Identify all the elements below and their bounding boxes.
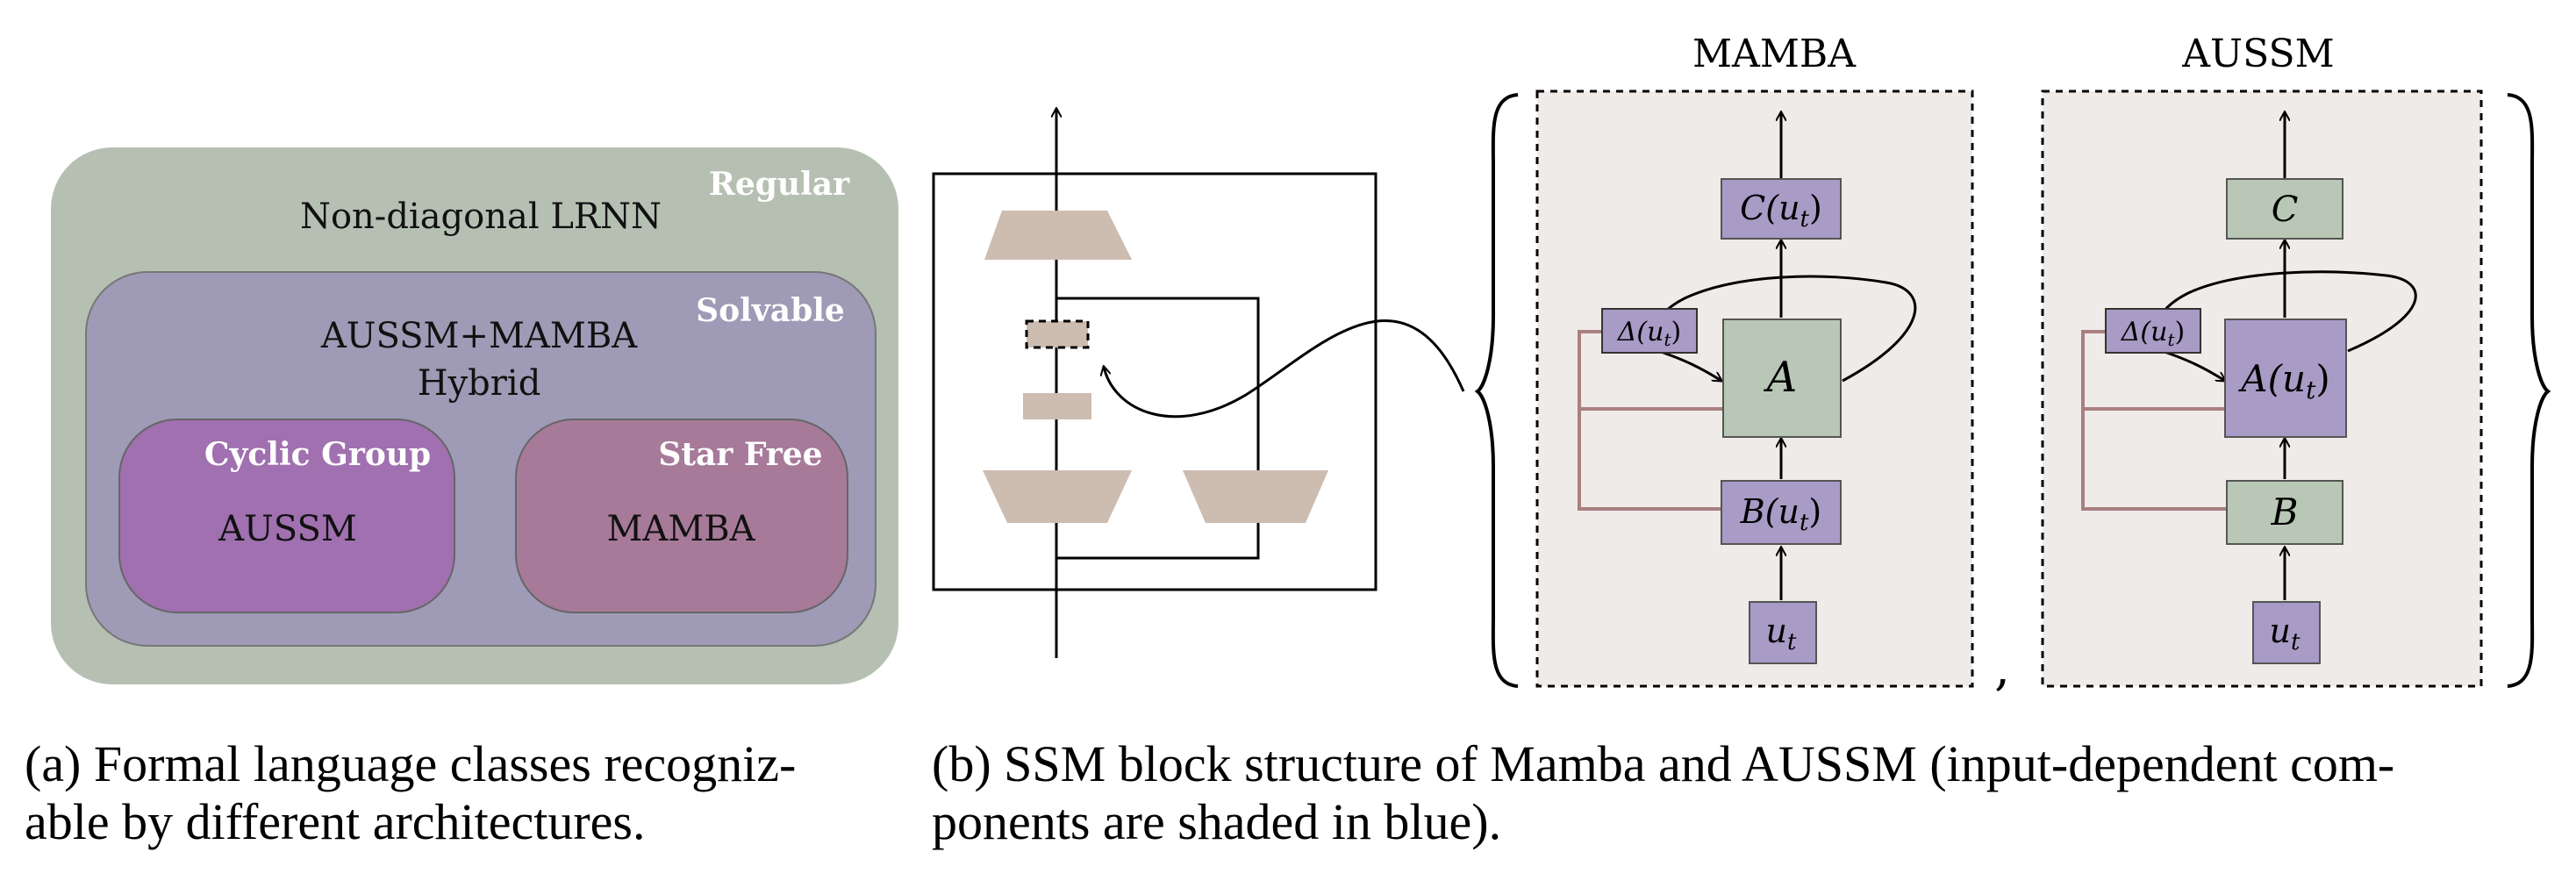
mamba-title: MAMBA bbox=[1692, 32, 1857, 76]
architecture-overview bbox=[932, 109, 1465, 658]
aussm-b-box bbox=[2226, 480, 2343, 545]
aussm-detail: AUSSM C Δ(ut) A(ut) B ut bbox=[2041, 32, 2483, 688]
mamba-skip-line bbox=[1578, 330, 1723, 511]
star-free-label: Star Free bbox=[658, 436, 822, 473]
caption-a-line1: (a) Formal language classes recogniz- bbox=[25, 735, 797, 792]
zoom-connector-arrow bbox=[1104, 319, 1465, 419]
aussm-b-label: B bbox=[2271, 490, 2299, 533]
bottom-left-trapezoid bbox=[983, 470, 1132, 523]
aussm-a-label: A(ut) bbox=[2237, 357, 2329, 405]
mamba-b-label: B(ut) bbox=[1740, 492, 1822, 536]
mamba-b-box bbox=[1721, 480, 1842, 545]
top-trapezoid bbox=[984, 211, 1132, 260]
aussm-skip-line bbox=[2081, 330, 2229, 511]
caption-a: (a) Formal language classes recogniz- ab… bbox=[25, 735, 919, 851]
nondiagonal-lrnn-label: Non-diagonal LRNN bbox=[300, 197, 662, 237]
separator-comma: , bbox=[1994, 640, 2010, 697]
regular-label: Regular bbox=[709, 166, 850, 203]
left-brace bbox=[1474, 93, 1519, 688]
cyclic-group-region bbox=[118, 419, 455, 613]
aussm-recurrence-loop bbox=[2155, 270, 2417, 353]
caption-b-line1: (b) SSM block structure of Mamba and AUS… bbox=[932, 735, 2395, 792]
mamba-c-box bbox=[1721, 178, 1842, 240]
bottom-right-trapezoid bbox=[1183, 470, 1328, 523]
mamba-delta-label: Δ(ut) bbox=[1617, 317, 1681, 350]
mamba-a-label: A bbox=[1764, 353, 1798, 402]
hybrid-model-label: AUSSM+MAMBA bbox=[320, 316, 638, 356]
solvable-label: Solvable bbox=[696, 292, 845, 329]
aussm-label: AUSSM bbox=[218, 509, 357, 549]
mamba-u-box bbox=[1749, 601, 1817, 664]
residual-path bbox=[1056, 297, 1260, 560]
aussm-delta-label: Δ(ut) bbox=[2121, 317, 2185, 350]
aussm-a-box bbox=[2224, 319, 2347, 438]
mamba-c-label: C(ut) bbox=[1740, 189, 1822, 233]
caption-a-line2: able by different architectures. bbox=[25, 793, 646, 850]
aussm-delta-box bbox=[2105, 308, 2201, 354]
aussm-title: AUSSM bbox=[2181, 32, 2334, 76]
aussm-c-label: C bbox=[2272, 190, 2299, 230]
aussm-u-box bbox=[2252, 601, 2321, 664]
mamba-delta-box bbox=[1601, 308, 1698, 354]
outer-block bbox=[932, 172, 1377, 591]
aussm-c-box bbox=[2226, 178, 2343, 240]
caption-b: (b) SSM block structure of Mamba and AUS… bbox=[932, 735, 2564, 851]
caption-b-line2: ponents are shaded in blue). bbox=[932, 793, 1502, 850]
mamba-u-label: ut bbox=[1766, 612, 1797, 655]
cyclic-group-label: Cyclic Group bbox=[204, 436, 431, 473]
mamba-a-box bbox=[1722, 319, 1842, 438]
panel-a-venn: Regular Non-diagonal LRNN Solvable AUSSM… bbox=[51, 147, 898, 684]
aussm-u-label: ut bbox=[2270, 612, 2301, 655]
mamba-label: MAMBA bbox=[606, 509, 755, 549]
norm-block bbox=[1023, 393, 1091, 419]
mamba-detail: MAMBA C(ut) Δ(ut) A B(ut) ut bbox=[1535, 32, 1974, 688]
mamba-recurrence-loop bbox=[1651, 275, 1917, 383]
right-brace bbox=[2507, 93, 2551, 688]
ssm-block-highlight bbox=[1025, 319, 1090, 349]
hybrid-label: Hybrid bbox=[418, 363, 541, 404]
star-free-region bbox=[515, 419, 848, 613]
